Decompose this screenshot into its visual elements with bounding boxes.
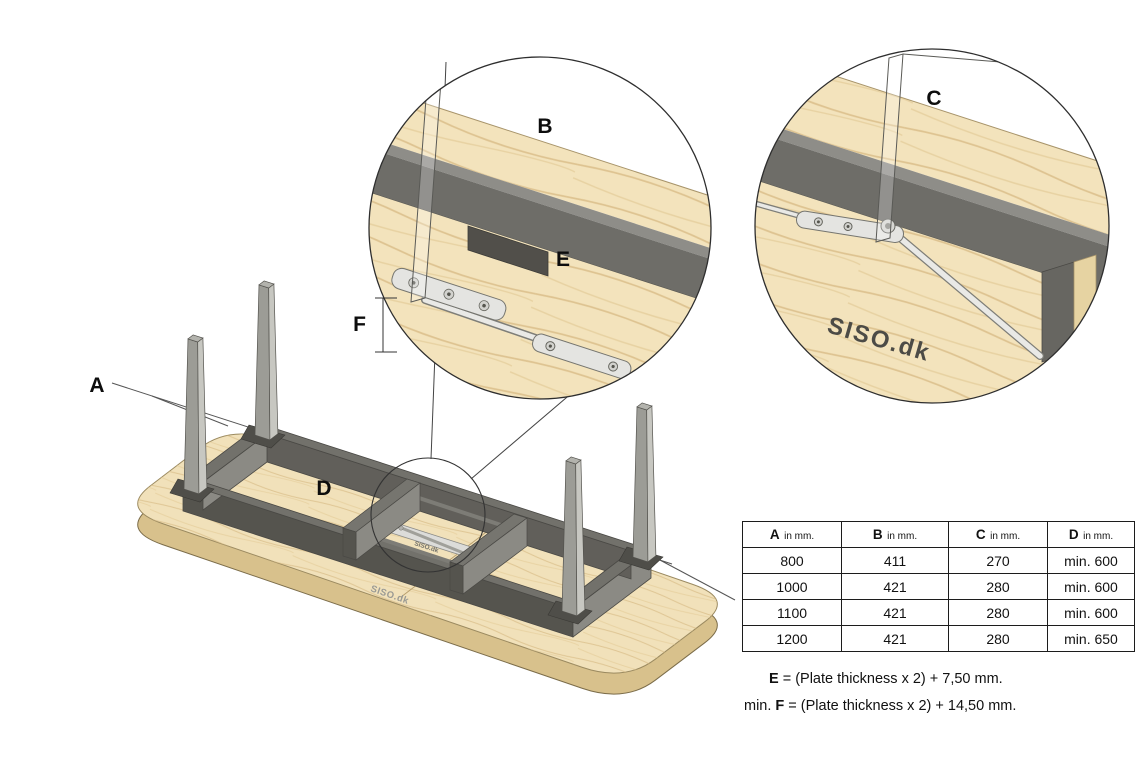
spec-table-row: 1200 421 280 min. 650: [742, 625, 1135, 652]
formula-f-prefix: min.: [744, 698, 776, 714]
section-plane: [410, 57, 444, 303]
formula-f-body: = (Plate thickness x 2) + 14,50 mm.: [784, 698, 1017, 714]
spec-cell: 421: [841, 573, 949, 600]
col-header-a: A in mm.: [742, 521, 842, 548]
spec-cell: 280: [948, 625, 1048, 652]
spec-cell: 1000: [742, 573, 842, 600]
spec-cell: min. 650: [1047, 625, 1135, 652]
spec-cell: 421: [841, 599, 949, 626]
formula-f-lead: F: [775, 698, 785, 714]
spec-table-row: 800 411 270 min. 600: [742, 547, 1135, 574]
spec-table-row: 1000 421 280 min. 600: [742, 573, 1135, 600]
detail-circle-outline-right: [754, 48, 1110, 404]
cross-beam-2: [449, 513, 528, 595]
mounting-bracket-rear: [532, 333, 632, 380]
spec-cell: 421: [841, 625, 949, 652]
isometric-table-view: SISO.dk SISO.dk: [111, 280, 736, 695]
dimension-label-a: A: [89, 374, 104, 397]
spec-cell: min. 600: [1047, 599, 1135, 626]
col-header-d: D in mm.: [1047, 521, 1135, 548]
detail-view-right: SISO.dk: [754, 48, 1110, 404]
formula-e: E = (Plate thickness x 2) + 7,50 mm.: [769, 666, 1016, 693]
dimension-label-f: F: [353, 313, 366, 336]
spec-cell: min. 600: [1047, 547, 1135, 574]
mounting-slot: [467, 225, 549, 277]
spec-cell: 800: [742, 547, 842, 574]
dimension-label-e: E: [556, 248, 570, 271]
detail-view-left: [368, 56, 712, 400]
spec-cell: min. 600: [1047, 573, 1135, 600]
spec-cell: 1100: [742, 599, 842, 626]
formula-e-body: = (Plate thickness x 2) + 7,50 mm.: [778, 671, 1003, 687]
dimension-f-marker: [375, 297, 397, 353]
col-header-c: C in mm.: [948, 521, 1048, 548]
dimension-label-c: C: [926, 87, 941, 110]
pivot-bolt-icon: [885, 223, 891, 229]
dimension-spec-table: A in mm. B in mm. C in mm. D in mm. 800 …: [742, 521, 1135, 652]
dimension-label-d: D: [316, 477, 331, 500]
spec-cell: 280: [948, 599, 1048, 626]
spec-table-header-row: A in mm. B in mm. C in mm. D in mm.: [742, 521, 1135, 548]
formula-e-lead: E: [769, 671, 779, 687]
col-header-b: B in mm.: [841, 521, 949, 548]
detail-circle-outline-left: [368, 56, 712, 400]
spec-cell: 280: [948, 573, 1048, 600]
spec-cell: 1200: [742, 625, 842, 652]
spec-table-row: 1100 421 280 min. 600: [742, 599, 1135, 626]
table-leg: [240, 280, 286, 449]
formulas: E = (Plate thickness x 2) + 7,50 mm. min…: [744, 666, 1016, 720]
formula-f: min. F = (Plate thickness x 2) + 14,50 m…: [744, 693, 1016, 720]
dimension-label-b: B: [537, 115, 552, 138]
spec-cell: 270: [948, 547, 1048, 574]
detail-indicator-circle: [370, 457, 486, 573]
lower-wood-panel: [755, 180, 1109, 403]
mounting-bracket-front: [391, 267, 507, 321]
spec-cell: 411: [841, 547, 949, 574]
cross-beam-1: [342, 478, 421, 561]
